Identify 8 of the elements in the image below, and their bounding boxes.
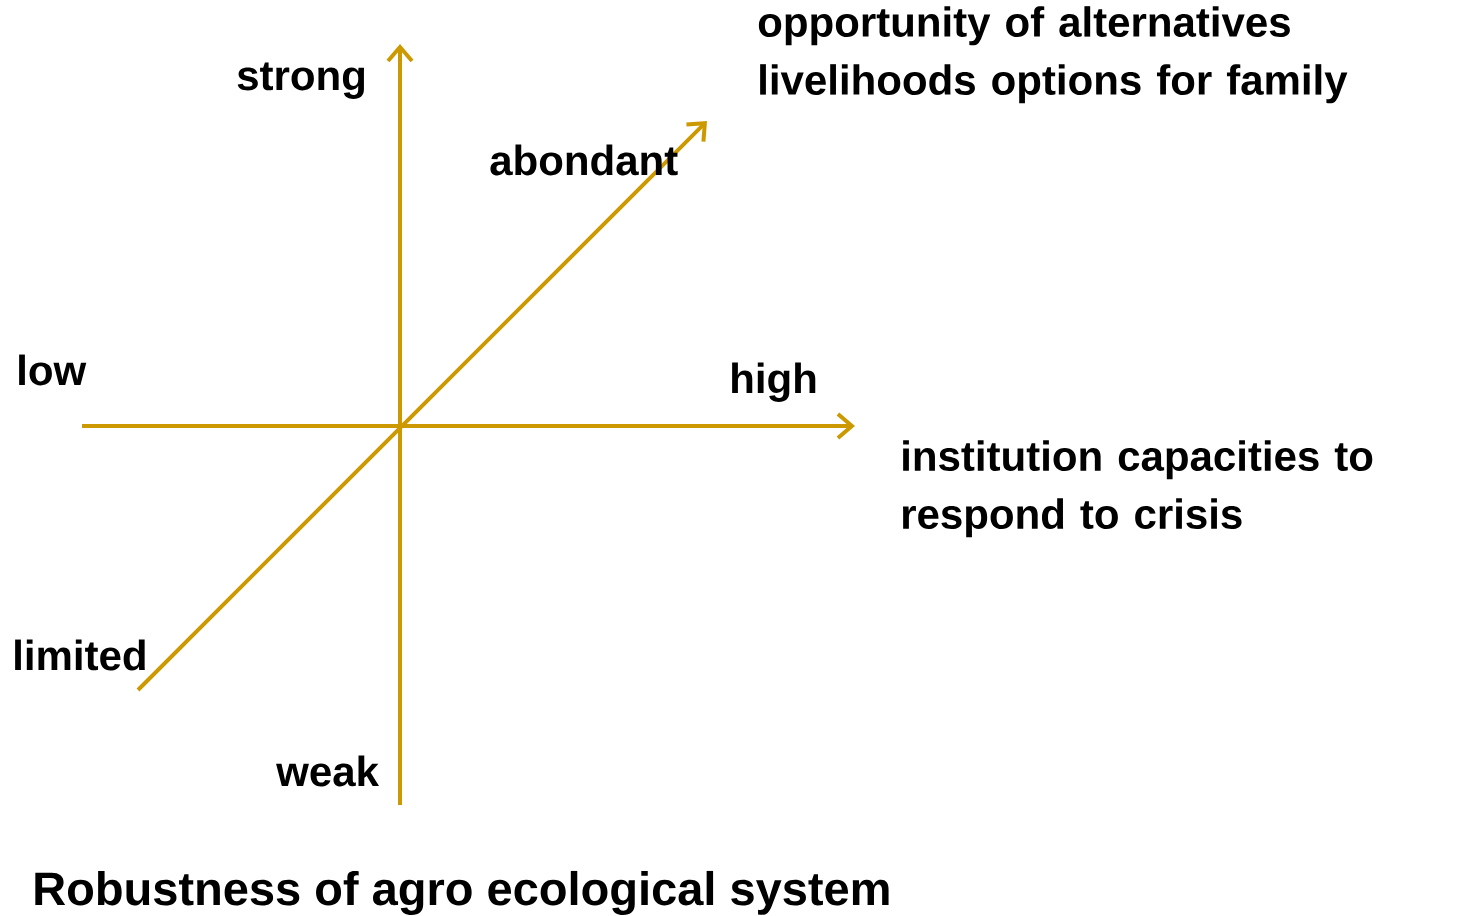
axis-title: institution capacities to respond to crisis — [903, 440, 1373, 538]
axis-label: strong — [237, 62, 365, 99]
axis-title: opportunity of alternatives livelihoods options for family — [758, 6, 1348, 104]
axis-label: high — [732, 362, 816, 402]
axis-title: Robustness of agro ecological system — [35, 870, 889, 915]
axis-label: low — [19, 354, 87, 386]
axis-label: weak — [276, 755, 379, 787]
axis-label: limited — [15, 639, 145, 671]
